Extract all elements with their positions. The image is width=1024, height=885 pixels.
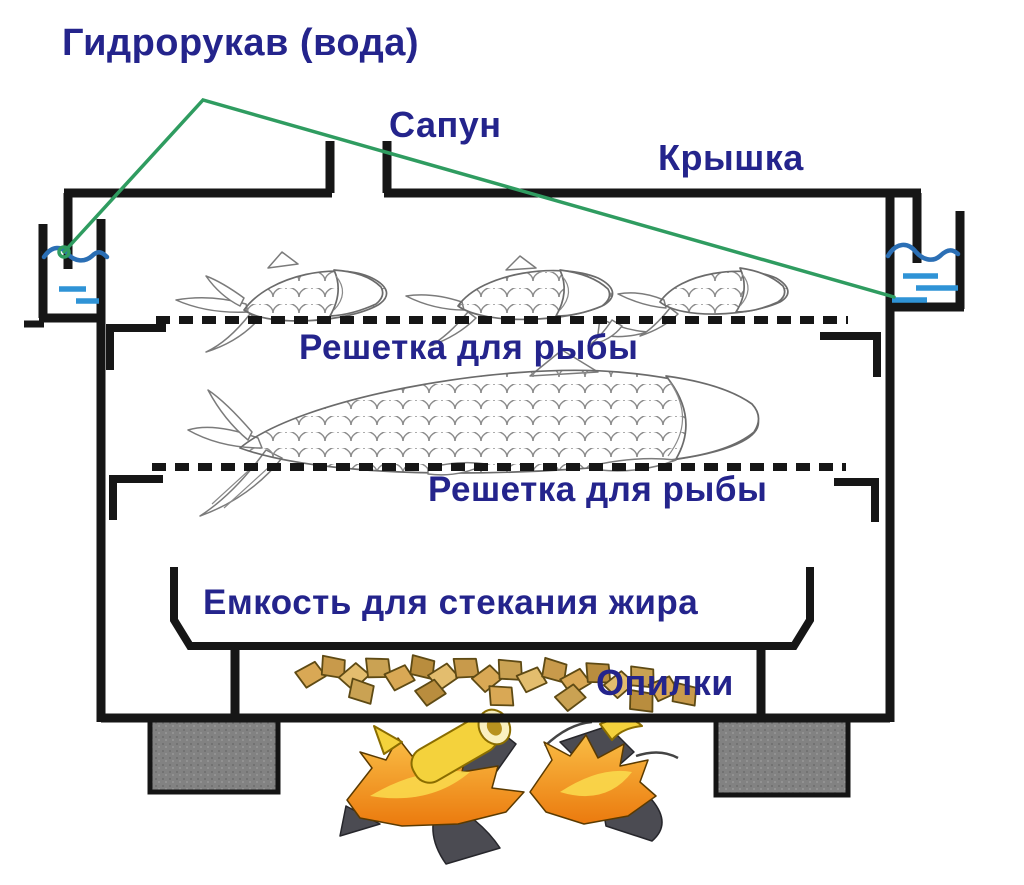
fire-icon [339,708,679,865]
label-fish-grate-bottom: Решетка для рыбы [428,470,768,509]
hydro-sleeve-leader-line [57,98,896,299]
sawdust-compartment-walls [230,649,766,718]
fish-small-left [175,251,388,353]
grate-bracket-top-right [820,332,881,377]
label-breather: Сапун [389,104,502,145]
grate-bracket-bottom-left [109,475,163,520]
fish-large [187,349,760,517]
fish-small-right [617,267,789,337]
label-fish-grate-top: Решетка для рыбы [299,328,639,367]
support-feet [147,716,851,798]
fat-tray-shape [170,567,814,650]
right-water-trough [889,211,965,312]
grate-bracket-top-left [106,324,166,370]
left-water-trough [38,224,101,323]
label-lid: Крышка [658,137,804,178]
label-fat-tray: Емкость для стекания жира [203,583,699,622]
label-sawdust: Опилки [596,662,734,703]
water-left-icon [41,245,110,304]
water-right-icon [885,242,961,303]
smoker-box-structure [24,141,965,723]
breather-opening [325,141,392,193]
label-hydro-sleeve: Гидрорукав (вода) [62,22,420,64]
grate-bracket-bottom-right [834,478,879,522]
